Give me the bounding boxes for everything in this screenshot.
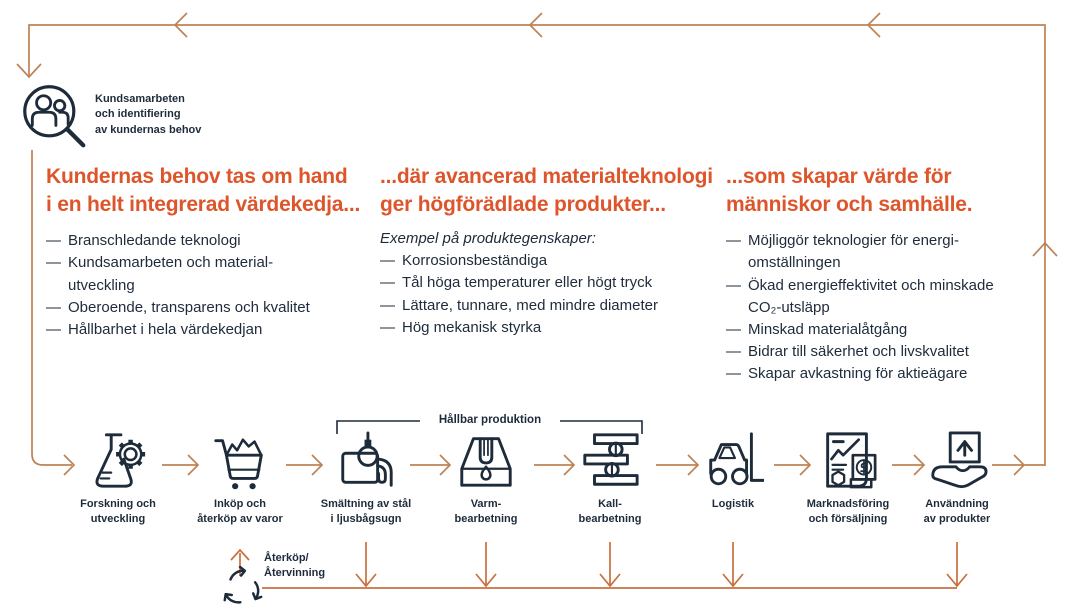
forklift-icon	[709, 432, 764, 486]
step-research: Forskning och utveckling	[57, 430, 179, 526]
sustainable-production-label: Hållbar produktion	[420, 413, 560, 428]
step-purchasing: Inköp och återköp av varor	[179, 430, 301, 526]
list-item: —Hållbarhet i hela värdekedjan	[46, 320, 263, 338]
list-item: —Lättare, tunnare, med mindre diameter	[380, 296, 658, 314]
list-item: —Tål höga temperaturer eller högt tryck	[380, 274, 653, 292]
column-3-bullets: —Möjliggör teknologier för energi- omstä…	[726, 230, 1031, 384]
step-cold-working: Kall- bearbetning	[549, 430, 671, 526]
top-return-arrow	[16, 12, 1058, 466]
step-label: Kall- bearbetning	[578, 498, 642, 525]
column-products: ...där avancerad materialteknologi ger h…	[380, 163, 714, 339]
list-item: —Ökad energieffektivitet och minskade CO…	[726, 276, 994, 316]
list-item: —Skapar avkastning för aktieägare	[726, 364, 968, 382]
step-arrows	[162, 454, 1045, 476]
step-label: Forskning och utveckling	[80, 498, 156, 525]
column-3-heading: ...som skapar värde för människor och sa…	[726, 165, 973, 216]
hand-product-icon	[931, 431, 988, 489]
list-item: —Korrosionsbeständiga	[380, 252, 548, 270]
list-item: —Minskad materialåtgång	[726, 320, 908, 338]
recycle-icon	[223, 566, 263, 604]
step-hot-working: Varm- bearbetning	[425, 430, 547, 526]
column-2-intro: Exempel på produktegenskaper:	[380, 230, 596, 248]
list-item: —Möjliggör teknologier för energi- omstä…	[726, 232, 959, 272]
arc-furnace-icon	[341, 431, 393, 487]
step-product-use: Användning av produkter	[896, 430, 1018, 526]
recycle-label: Återköp/ Återvinning	[264, 552, 326, 579]
list-item: —Kundsamarbeten och material- utveckling	[46, 254, 274, 294]
list-item: —Bidrar till säkerhet och livskvalitet	[726, 342, 969, 360]
column-2-heading: ...där avancerad materialteknologi ger h…	[380, 165, 713, 216]
list-item: —Hög mekanisk styrka	[380, 318, 542, 336]
list-item: —Branschledande teknologi	[46, 232, 241, 250]
hot-working-die-icon	[460, 437, 512, 487]
list-item: —Oberoende, transparens och kvalitet	[46, 298, 310, 316]
column-1-heading: Kundernas behov tas om hand i en helt in…	[46, 165, 361, 216]
step-label: Varm- bearbetning	[454, 498, 518, 525]
column-2-bullets: —Korrosionsbeständiga —Tål höga temperat…	[380, 250, 714, 338]
flask-gear-icon	[95, 433, 146, 488]
step-label: Marknadsföring och försäljning	[806, 498, 890, 525]
customer-to-chain-arrow	[31, 150, 76, 476]
column-value-chain: Kundernas behov tas om hand i en helt in…	[46, 163, 370, 341]
step-label: Användning av produkter	[923, 498, 991, 525]
step-logistics: Logistik	[672, 430, 794, 512]
column-1-bullets: —Branschledande teknologi —Kundsamarbete…	[46, 230, 370, 340]
customer-collaboration-magnifier-icon	[23, 85, 86, 148]
customer-note-label: Kundsamarbeten och identifiering av kund…	[95, 93, 202, 136]
step-marketing-sales: Marknadsföring och försäljning	[787, 430, 909, 526]
step-label: Smältning av stål i ljusbågsugn	[320, 498, 412, 525]
column-society-value: ...som skapar värde för människor och sa…	[726, 163, 1031, 385]
step-label: Inköp och återköp av varor	[197, 498, 283, 525]
cold-rolling-icon	[583, 433, 639, 486]
sales-report-icon	[826, 432, 877, 489]
step-melting: Smältning av stål i ljusbågsugn	[305, 430, 427, 526]
recycling-loop	[230, 542, 968, 589]
step-label: Logistik	[711, 498, 755, 510]
shopping-cart-icon	[214, 438, 263, 490]
